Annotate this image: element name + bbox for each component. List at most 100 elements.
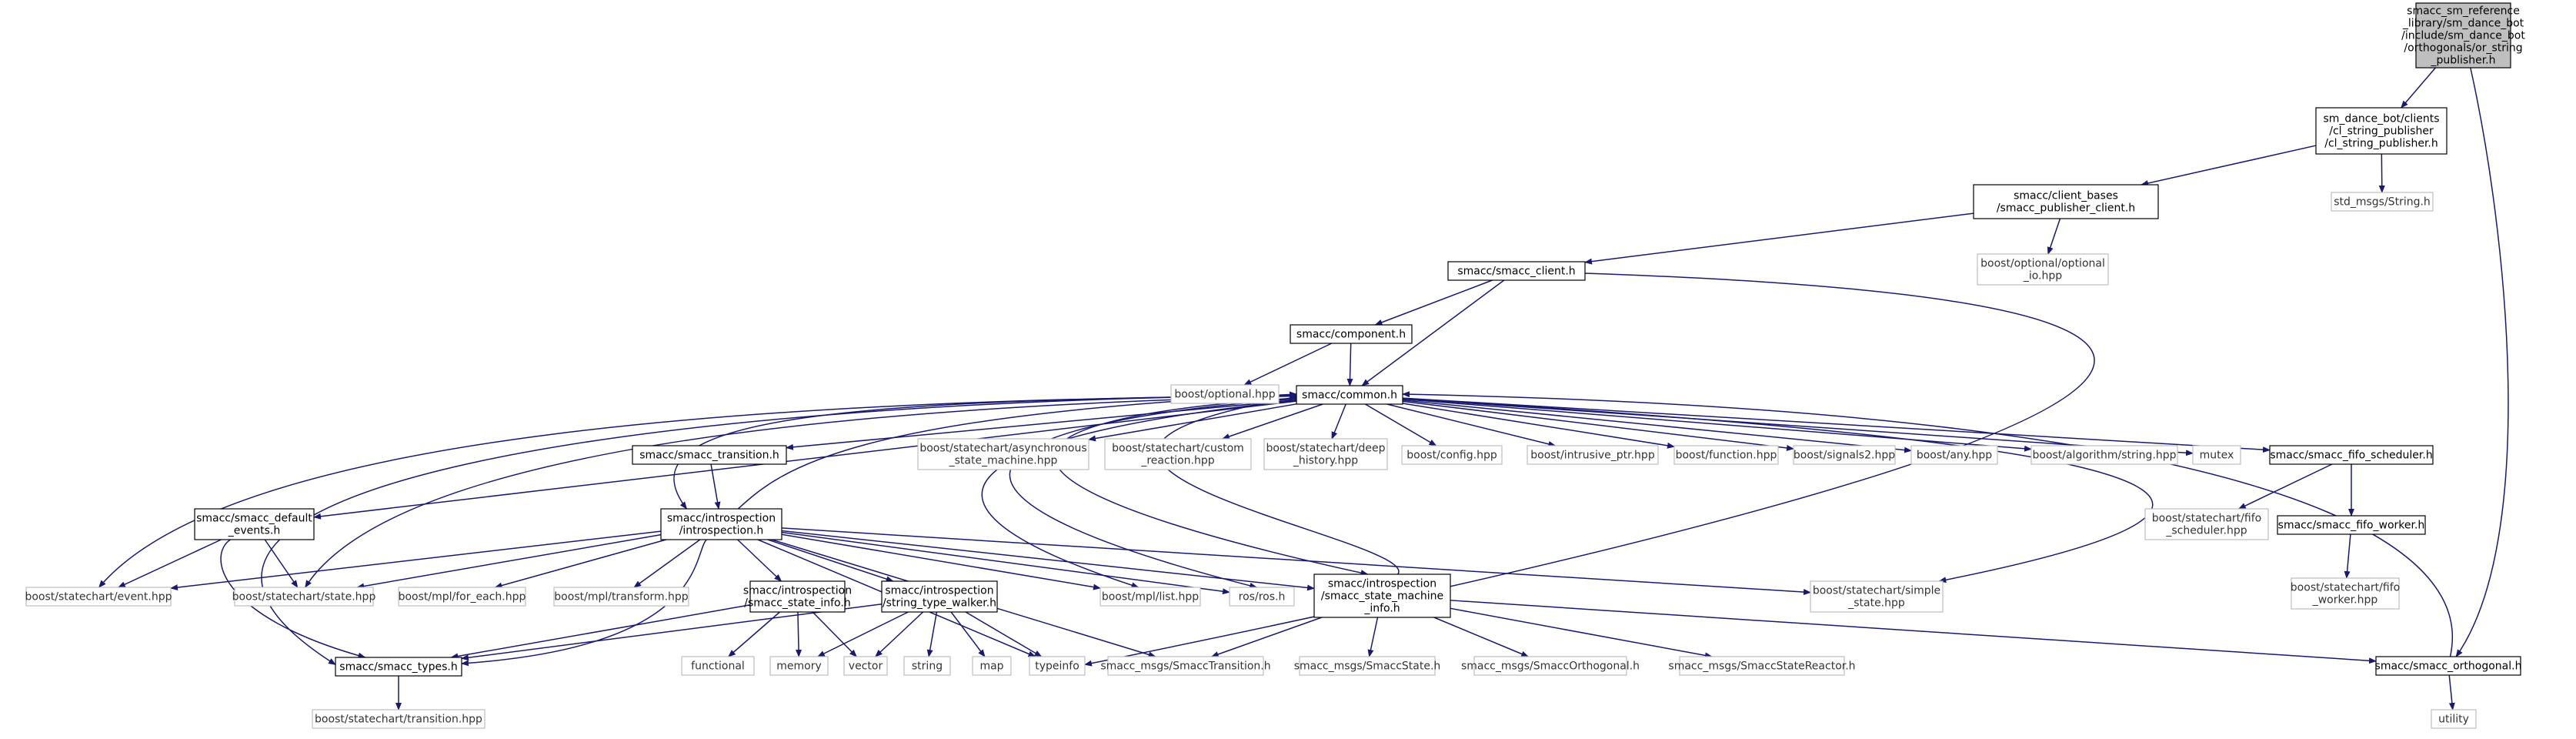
node-typeinfo[interactable]: typeinfo [1029,656,1086,676]
node-smacc-state-msg[interactable]: smacc_msgs/SmaccState.h [1294,656,1441,676]
node-component[interactable]: smacc/component.h [1290,324,1413,344]
node-simple-state[interactable]: boost/statechart/simple_state.hpp [1810,580,1944,613]
node-sc-fifo-worker[interactable]: boost/statechart/fifo_worker.hpp [2291,577,2400,610]
node-box [2415,2,2511,69]
edge-cl_string-to-pub_client [2141,145,2317,186]
edge-introspection-to-mpl_list [781,533,1101,590]
node-label-line: utility [2438,714,2469,726]
node-alg-string[interactable]: boost/algorithm/string.hpp [2030,445,2178,465]
node-for-each[interactable]: boost/mpl/for_each.hpp [398,587,526,607]
node-box [1299,656,1436,676]
node-mpl-list[interactable]: boost/mpl/list.hpp [1099,587,1201,607]
node-mutex[interactable]: mutex [2192,445,2241,465]
node-std-string[interactable]: std_msgs/String.h [2331,192,2434,212]
node-label-line: vector [849,660,883,673]
node-box [1679,656,1845,676]
node-box [1029,656,1086,676]
edge-type_walker-to-memory [816,611,909,657]
edge-common-to-transition [786,399,1297,450]
node-string[interactable]: string [903,656,951,676]
node-utility[interactable]: utility [2431,709,2477,729]
node-pub-client[interactable]: smacc/client_bases/smacc_publisher_clien… [1973,184,2159,219]
edge-state_info-to-vector [812,611,857,657]
node-label-line: _reaction.hpp [1140,455,1214,467]
node-memory[interactable]: memory [769,656,829,676]
node-label-line: map [979,660,1003,673]
node-smacc-reactor-msg[interactable]: smacc_msgs/SmaccStateReactor.h [1668,656,1856,676]
edge-default_events-to-state_hpp [264,539,299,588]
edge-common-to-mutex [1402,398,2194,456]
node-box [194,508,315,540]
node-introspection[interactable]: smacc/introspection/introspection.h [660,508,782,540]
node-label-line: boost/statechart/simple [1813,585,1940,597]
node-box [917,438,1089,470]
node-box [1296,385,1403,405]
node-label-line: /string_type_walker.h [883,597,996,610]
node-label-line: _publisher.h [2431,55,2496,67]
node-config[interactable]: boost/config.hpp [1401,445,1503,465]
node-smacc-client[interactable]: smacc/smacc_client.h [1447,261,1586,281]
node-smacc-orth-msg[interactable]: smacc_msgs/SmaccOrthogonal.h [1461,656,1640,676]
node-label-line: smacc/client_bases [2014,190,2118,202]
header-nodes: smacc_sm_reference_library/sm_dance_bot/… [25,2,2525,729]
node-functional[interactable]: functional [681,656,755,676]
edge-introspection-to-state_hpp [356,533,662,590]
node-async-sm[interactable]: boost/statechart/asynchronous_state_mach… [917,438,1089,470]
edge-type_walker-to-map [950,611,986,657]
node-default-events[interactable]: smacc/smacc_default_events.h [194,508,315,540]
node-fifo-worker[interactable]: smacc/smacc_fifo_worker.h [2277,515,2426,535]
node-state-info[interactable]: smacc/introspection/smacc_state_info.h [743,580,852,613]
node-sm-info[interactable]: smacc/introspection/smacc_state_machine_… [1313,573,1451,618]
node-label-line: boost/any.hpp [1917,450,1992,462]
node-event-hpp[interactable]: boost/statechart/event.hpp [25,587,172,607]
node-smacc-orthogonal[interactable]: smacc/smacc_orthogonal.h [2375,656,2522,676]
node-label-line: string [912,660,943,673]
node-box [972,656,1012,676]
node-deep-history[interactable]: boost/statechart/deep_history.hpp [1263,438,1388,470]
node-root[interactable]: smacc_sm_reference_library/sm_dance_bot/… [2401,2,2525,69]
edge-introspection-to-simple_state [781,527,1811,596]
node-label-line: boost/statechart/state.hpp [232,591,376,604]
node-b-optional[interactable]: boost/optional.hpp [1170,384,1280,404]
node-label-line: smacc/smacc_default [196,513,312,525]
node-transition-hpp[interactable]: boost/statechart/transition.hpp [312,709,486,729]
node-box [843,656,888,676]
node-label-line: smacc/smacc_fifo_scheduler.h [2270,450,2432,462]
node-fifo-sched[interactable]: smacc/smacc_fifo_scheduler.h [2269,445,2434,465]
edge-common-to-simple_state [1402,397,2154,584]
node-opt-io[interactable]: boost/optional/optional_io.hpp [1977,253,2109,286]
dependency-edges [98,67,2509,711]
node-intrusive[interactable]: boost/intrusive_ptr.hpp [1527,445,1659,465]
node-state-hpp[interactable]: boost/statechart/state.hpp [232,587,376,607]
node-any[interactable]: boost/any.hpp [1910,445,1998,465]
node-box [881,580,998,613]
node-box [2144,508,2269,540]
edge-fifo_sched-to-sc_fifo_sched [2237,463,2333,510]
node-mpl-transform[interactable]: boost/mpl/transform.hpp [553,587,689,607]
edge-sm_info-to-common [1157,395,1400,575]
edge-common-to-custom_reaction [1221,403,1323,440]
node-smacc-transition-msg[interactable]: smacc_msgs/SmaccTransition.h [1100,656,1271,676]
node-sc-fifo-sched[interactable]: boost/statechart/fifo_scheduler.hpp [2144,508,2269,540]
node-ros[interactable]: ros/ros.h [1229,587,1295,607]
node-label-line: boost/statechart/transition.hpp [315,714,482,726]
edge-default_events-to-event_hpp [117,539,222,588]
node-map[interactable]: map [972,656,1012,676]
node-vector[interactable]: vector [843,656,888,676]
node-common[interactable]: smacc/common.h [1296,385,1403,405]
node-type-walker[interactable]: smacc/introspection/string_type_walker.h [881,580,998,613]
node-label-line: smacc/smacc_types.h [339,661,457,674]
node-function[interactable]: boost/function.hpp [1673,445,1779,465]
node-cl-string[interactable]: sm_dance_bot/clients/cl_string_publisher… [2315,107,2448,155]
node-box [660,508,782,540]
node-custom-reaction[interactable]: boost/statechart/custom_reaction.hpp [1104,438,1252,470]
node-signals2[interactable]: boost/signals2.hpp [1793,445,1896,465]
node-label-line: boost/optional/optional [1980,258,2105,270]
node-transition[interactable]: smacc/smacc_transition.h [632,445,787,465]
node-label-line: boost/intrusive_ptr.hpp [1530,450,1655,462]
node-label-line: _history.hpp [1293,455,1358,467]
edge-common-to-signals2 [1402,400,1794,451]
node-smacc-types[interactable]: smacc/smacc_types.h [335,657,462,677]
edge-common-to-smacc_types [261,394,1297,665]
